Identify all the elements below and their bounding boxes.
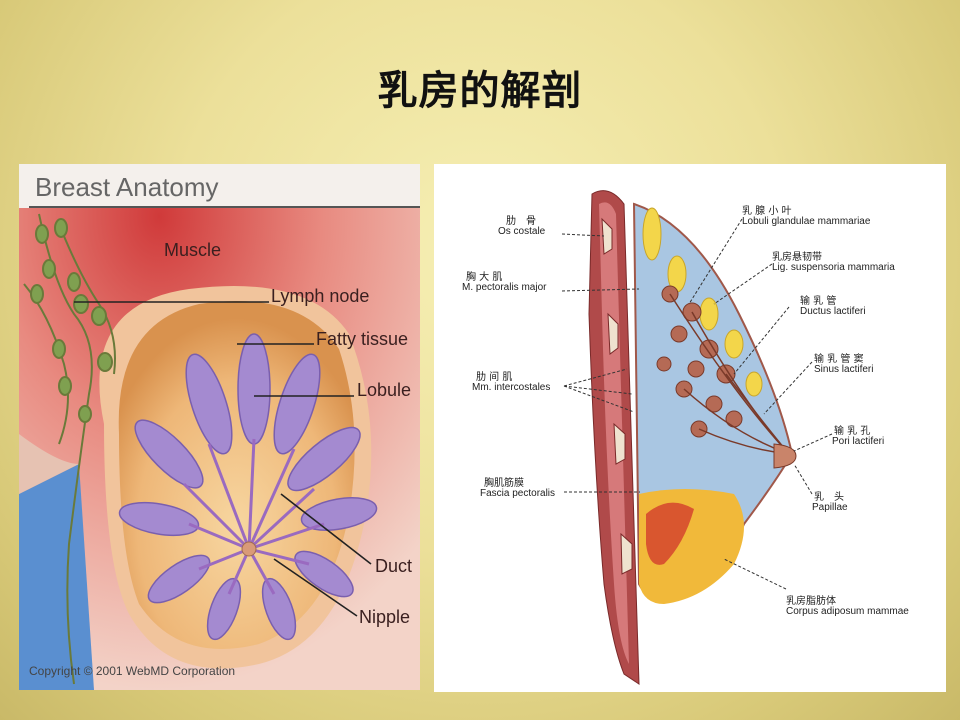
label-lig-la: Lig. suspensoria mammaria — [772, 262, 895, 273]
lymph-node-chain — [23, 213, 116, 685]
label-pect-la: M. pectoralis major — [462, 282, 547, 293]
label-ductus-la: Ductus lactiferi — [800, 306, 866, 317]
breast-anatomy-illustration: Breast Anatomy Muscle Lymph node Fatty t… — [19, 164, 420, 690]
nipple-mark — [241, 541, 257, 557]
slide-title: 乳房的解剖 — [377, 68, 583, 114]
label-lobuli-cn: 乳 腺 小 叶 — [742, 206, 792, 217]
label-pori-cn: 输 乳 孔 — [834, 426, 871, 437]
label-ductus-cn: 输 乳 管 — [800, 296, 837, 307]
label-muscle: Muscle — [164, 240, 222, 260]
figure-heading: Breast Anatomy — [35, 172, 219, 202]
label-duct: Duct — [375, 556, 413, 576]
label-fascia-cn: 胸肌筋膜 — [484, 478, 524, 489]
label-fascia-la: Fascia pectoralis — [480, 488, 556, 499]
label-papilla-la: Papillae — [812, 502, 848, 513]
label-rib-cn: 肋 骨 — [506, 216, 536, 227]
label-lymph-node: Lymph node — [271, 286, 370, 306]
ribs — [601, 217, 633, 575]
lobules — [118, 333, 378, 641]
label-corpus-la: Corpus adiposum mammae — [786, 606, 909, 617]
label-sinus-la: Sinus lactiferi — [814, 364, 874, 375]
label-lig-cn: 乳房悬韧带 — [772, 252, 822, 263]
label-corpus-cn: 乳房脂肪体 — [786, 596, 836, 607]
label-nipple: Nipple — [359, 607, 411, 627]
label-pori-la: Pori lactiferi — [832, 436, 885, 447]
label-lobuli-la: Lobuli glandulae mammariae — [742, 216, 871, 227]
label-sinus-cn: 输 乳 管 窦 — [814, 354, 864, 365]
label-fatty-tissue: Fatty tissue — [316, 329, 409, 349]
ducts — [182, 438, 325, 595]
label-pect-cn: 胸 大 肌 — [466, 272, 503, 283]
breast-cross-section-illustration: 肋 骨 Os costale 胸 大 肌 M. pectoralis major… — [434, 164, 946, 692]
label-rib-la: Os costale — [498, 226, 546, 237]
copyright-note: Copyright © 2001 WebMD Corporation — [29, 664, 236, 678]
label-intercostal-la: Mm. intercostales — [472, 382, 551, 393]
label-lobule: Lobule — [357, 380, 412, 400]
label-papilla-cn: 乳 头 — [814, 492, 844, 503]
label-intercostal-cn: 肋 间 肌 — [476, 372, 513, 383]
